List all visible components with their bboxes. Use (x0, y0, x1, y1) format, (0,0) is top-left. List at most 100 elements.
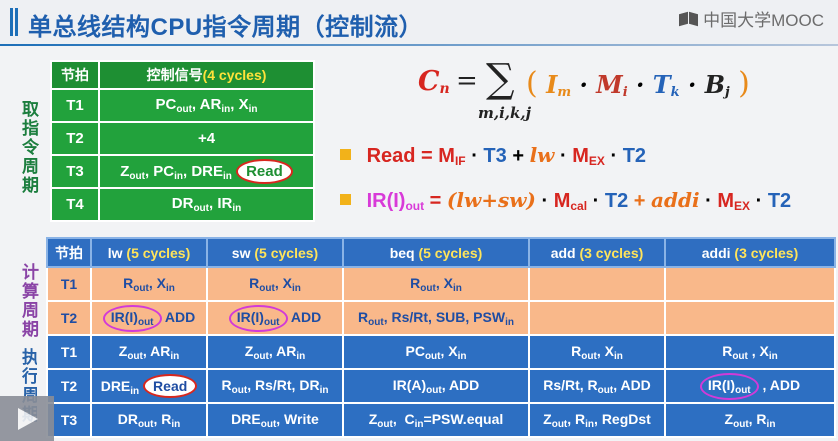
mooc-logo-text: 中国大学MOOC (703, 11, 824, 30)
fetch-header-row: 节拍 控制信号(4 cycles) (50, 60, 315, 90)
calc-row-t2: T2 IR(I)out ADD IR(I)out ADD Rout, Rs/Rt… (46, 300, 836, 336)
read-equation: Read = MIF · T3 + lw · MEX · T2 (340, 143, 646, 168)
exec-t2-add: Rs/Rt, Rout, ADD (528, 368, 666, 404)
irout-equation: IR(I)out = (lw+sw) · Mcal · T2 + addi · … (340, 188, 791, 213)
calc-t2-sw-circled: IR(I)out (228, 304, 288, 332)
calc-t2-addi (664, 300, 836, 336)
formula-term-tk-letter: T (652, 70, 671, 99)
fetch-header-signal-text: 控制信号 (146, 67, 203, 83)
col-beq-name: beq (389, 244, 415, 261)
irout-equals: = (429, 190, 442, 212)
header-bar: 单总线结构CPU指令周期（控制流） 中国大学MOOC (0, 0, 838, 46)
read-label: Read (366, 145, 416, 167)
col-lw-cycles: (5 cycles) (126, 244, 191, 261)
read-m-if: MIF (438, 145, 466, 168)
fetch-signal-t4: DRout, IRin (98, 187, 315, 222)
irout-m-ex-letter: M (717, 190, 735, 212)
exec-t2-addi: IR(I)out , ADD (664, 368, 836, 404)
calc-t2-lw-circled: IR(I)out (102, 304, 162, 332)
exec-t3-beq: Zout, Cin=PSW.equal (342, 402, 530, 438)
read-m-ex-sub: EX (588, 154, 605, 168)
read-lw: lw (529, 143, 555, 167)
col-addi-name: addi (701, 244, 731, 261)
play-button[interactable] (0, 396, 54, 441)
col-beq-cycles: (5 cycles) (418, 244, 483, 261)
formula-sum-symbol: ∑ (486, 56, 515, 102)
exec-t1-sw: Zout, ARin (206, 334, 344, 370)
fetch-header-cycles: (4 cycles) (202, 67, 267, 83)
formula-term-mi: Mi (596, 70, 628, 100)
fetch-stage-t3: T3 (50, 154, 100, 189)
fetch-cycle-table: 节拍 控制信号(4 cycles) T1 PCout, ARin, Xin T2… (50, 60, 315, 222)
col-header-lw: lw (5 cycles) (90, 237, 208, 268)
irout-m-cal-letter: M (553, 190, 571, 212)
irout-label-text: IR(I) (366, 190, 406, 212)
mooc-book-icon (679, 11, 699, 27)
exec-stage-t3: T3 (46, 402, 92, 438)
calc-t2-lw-rest: ADD (164, 308, 196, 325)
exec-t3-sw: DREout, Write (206, 402, 344, 438)
exec-t2-lw: DREin Read (90, 368, 208, 404)
calc-t1-beq: Rout, Xin (342, 266, 530, 302)
exec-stage-t2: T2 (46, 368, 92, 404)
irout-m-cal: Mcal (553, 190, 588, 213)
calc-t2-add (528, 300, 666, 336)
calc-t2-sw: IR(I)out ADD (206, 300, 344, 336)
formula-term-mi-letter: M (596, 70, 623, 99)
irout-dot: · (541, 190, 549, 212)
read-m-if-sub: IF (454, 154, 466, 168)
page-title: 单总线结构CPU指令周期（控制流） (28, 14, 424, 41)
col-lw-name: lw (107, 244, 123, 261)
exec-t2-addi-circled: IR(I)out (699, 372, 759, 400)
irout-label: IR(I)out (366, 190, 425, 213)
formula-dot: · (636, 70, 645, 99)
col-sw-name: sw (231, 244, 251, 261)
mooc-logo: 中国大学MOOC (679, 6, 824, 31)
calc-t2-beq: Rout, Rs/Rt, SUB, PSWin (342, 300, 530, 336)
calc-t2-lw: IR(I)out ADD (90, 300, 208, 336)
col-sw-cycles: (5 cycles) (254, 244, 319, 261)
read-m-if-letter: M (438, 145, 455, 167)
irout-m-cal-sub: cal (570, 199, 588, 213)
fetch-row-t3: T3 Zout, PCin, DREin Read (50, 154, 315, 189)
col-header-beq: beq (5 cycles) (342, 237, 530, 268)
fetch-stage-t1: T1 (50, 88, 100, 123)
fetch-signal-t1: PCout, ARin, Xin (98, 88, 315, 123)
calc-row-t1: T1 Rout, Xin Rout, Xin Rout, Xin (46, 266, 836, 302)
read-t2: T2 (622, 145, 647, 167)
header-divider (0, 44, 838, 46)
side-label-fetch: 取指令周期 (19, 100, 38, 195)
calc-stage-t2: T2 (46, 300, 92, 336)
irout-dot: · (592, 190, 600, 212)
irout-t2b: T2 (767, 190, 792, 212)
formula-term-im-letter: I (546, 70, 558, 99)
calc-t1-addi (664, 266, 836, 302)
irout-label-sub: out (405, 199, 425, 213)
read-m-ex: MEX (572, 145, 605, 168)
formula-term-bj: Bj (704, 70, 730, 100)
col-add-cycles: (3 cycles) (579, 244, 644, 261)
calc-t1-sw: Rout, Xin (206, 266, 344, 302)
formula-lhs-c: C (418, 66, 440, 97)
side-label-compute: 计算周期 (19, 263, 38, 339)
formula-lhs: Cn (418, 66, 450, 97)
formula-term-tk: Tk (652, 70, 680, 100)
exec-t2-beq: IR(A)out, ADD (342, 368, 530, 404)
exec-stage-t1: T1 (46, 334, 92, 370)
irout-plus: + (633, 190, 646, 212)
col-add-name: add (550, 244, 576, 261)
read-plus: + (512, 145, 525, 167)
exec-row-t1: T1 Zout, ARin Zout, ARin PCout, Xin Rout… (46, 334, 836, 370)
read-t3: T3 (483, 145, 507, 167)
col-header-addi: addi (3 cycles) (664, 237, 836, 268)
fetch-read-circled: Read (236, 159, 293, 184)
exec-t1-beq: PCout, Xin (342, 334, 530, 370)
exec-row-t2: T2 DREin Read Rout, Rs/Rt, DRin IR(A)out… (46, 368, 836, 404)
formula-term-tk-sub: k (670, 85, 680, 100)
irout-m-ex: MEX (717, 190, 750, 213)
formula-dot: · (688, 70, 697, 99)
irout-t2: T2 (604, 190, 629, 212)
exec-t2-sw: Rout, Rs/Rt, DRin (206, 368, 344, 404)
fetch-row-t2: T2 +4 (50, 121, 315, 156)
formula-term-bj-letter: B (704, 70, 726, 99)
